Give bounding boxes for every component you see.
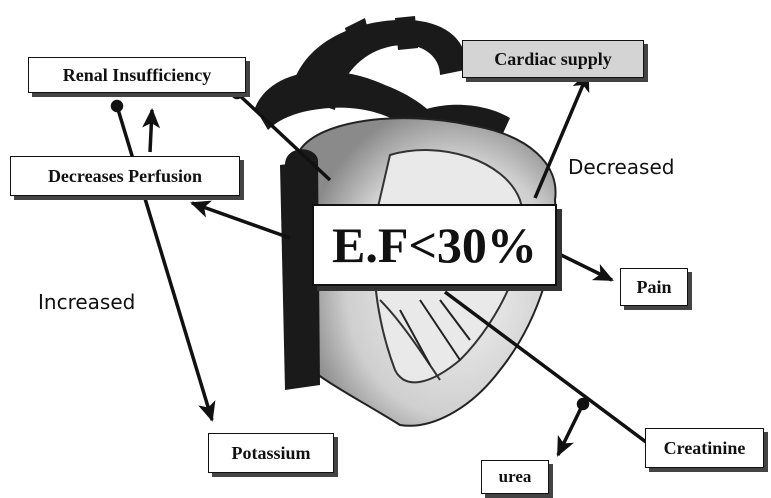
arrow-to-pain [555,252,612,280]
increased-label: Increased [38,290,135,314]
arrow-to-urea [558,404,583,455]
cardiac-supply-box: Cardiac supply [462,40,644,78]
urea-box: urea [481,460,549,494]
renal-insufficiency-box: Renal Insufficiency [28,57,246,93]
arrow-to-potassium [117,106,212,420]
decreased-label: Decreased [568,155,674,179]
potassium-box: Potassium [208,433,334,473]
arrow-to-perfusion [192,203,290,238]
creatinine-box: Creatinine [645,428,764,468]
decreases-perfusion-box: Decreases Perfusion [10,156,240,196]
arrow-to-cardiac [535,73,588,198]
arrow-perfusion-to-renal [150,110,152,152]
pain-box: Pain [620,268,688,306]
ejection-fraction-box: E.F<30% [312,204,557,286]
great-vessel-2 [395,16,418,50]
